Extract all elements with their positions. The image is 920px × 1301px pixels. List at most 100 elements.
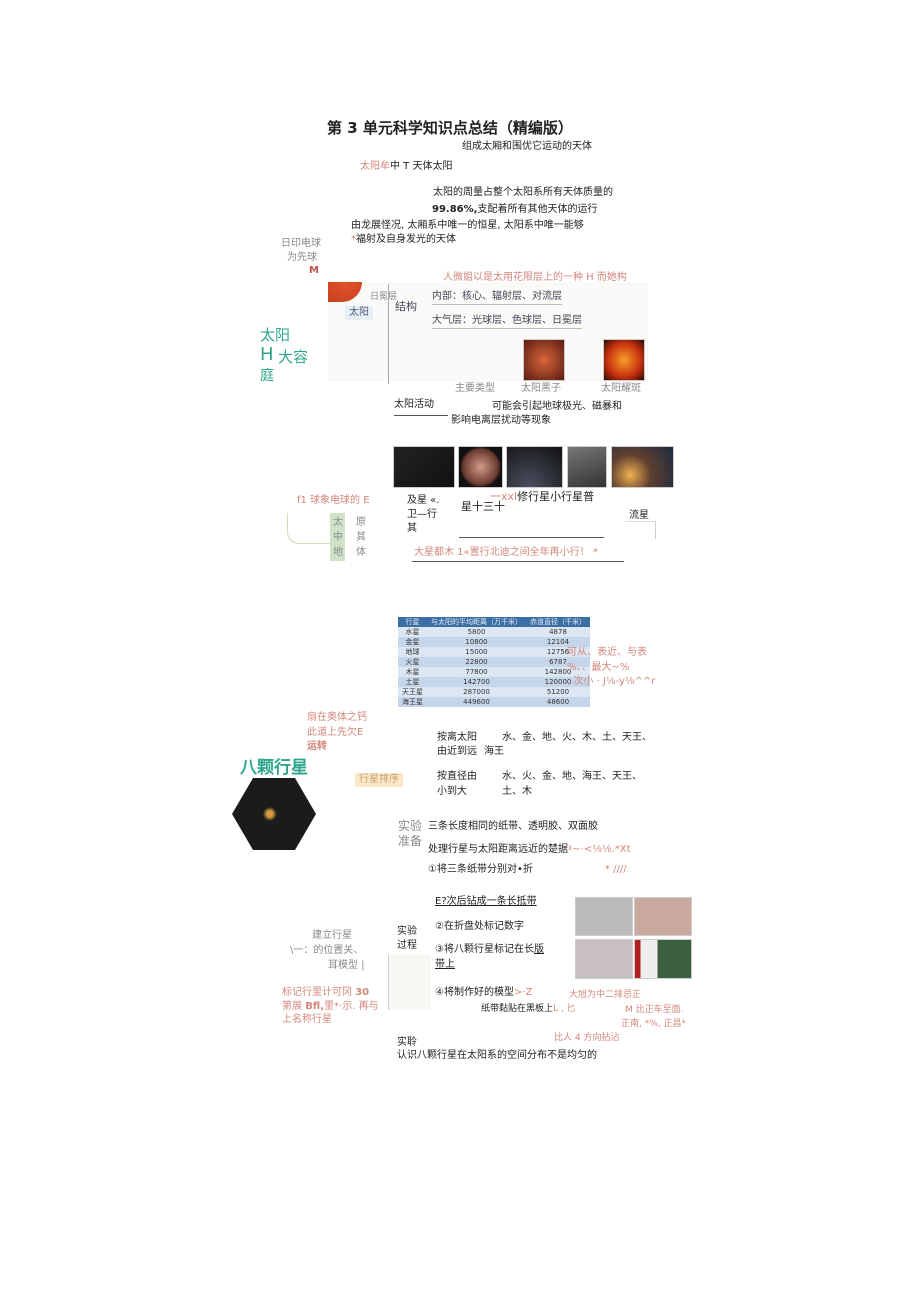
step: 处理行星与太阳距离远近的楚据ˠ~·<⅛⅛.*Xt [428, 843, 631, 857]
label-meteor: 流星 [629, 510, 649, 521]
label: 其 [356, 532, 366, 543]
table-cell: 5800 [427, 627, 526, 637]
order-by-diameter: 水、火、金、地、海王、天王、 [502, 771, 642, 782]
note: *福射及自身发光的天体 [351, 233, 456, 247]
side-note: 为先球 [287, 252, 317, 263]
note: 大旭为中二排忌正 [569, 990, 642, 1000]
table-header-row: 行星与太阳的平均距离（万千米）赤道直径（千米） [398, 617, 590, 627]
table-cell: 22800 [427, 657, 526, 667]
heading-sun: 大容 [278, 348, 309, 366]
flare-image [603, 339, 645, 381]
label-prep: 实验 [398, 819, 423, 833]
label: 中 [333, 532, 343, 543]
divider [394, 415, 448, 416]
experiment-photo [634, 897, 692, 936]
step: E?次后钻成一条长抵带 [435, 896, 537, 907]
note: M 比正车至面. [625, 1005, 684, 1015]
step-part: 纸带黏贴在黑板上 [481, 1004, 554, 1014]
note: \一：的位置关、 [290, 945, 364, 956]
label: 地 [333, 547, 343, 558]
table-cell: 48600 [526, 697, 590, 707]
note-part: 太阳牟 [360, 161, 390, 172]
node-planet-order: 行星排序 [355, 773, 403, 787]
page-title: 第 3 单元科学知识点总结（精编版） [327, 119, 573, 137]
note: 正南, *%, 正昌* [621, 1019, 686, 1029]
label-sunspot: 太阳黑子 [521, 383, 561, 394]
branch-line [625, 521, 656, 539]
sunspot-image [523, 339, 565, 381]
note-part: 99.86%, [432, 204, 478, 215]
step-part: ④将制作好的模型 [435, 987, 514, 998]
table-cell: 15000 [427, 647, 526, 657]
note: %、、最大~% [567, 662, 630, 673]
column-header: 行星 [398, 617, 427, 627]
comet-image [567, 446, 607, 488]
note-part: * [351, 234, 356, 245]
label-conclusion: 实聆 [397, 1037, 417, 1048]
note: 上名称行星 [282, 1014, 332, 1025]
note: 太阳的周量占整个太阳系所有天体质量的 [433, 187, 613, 198]
table-cell: 142700 [427, 677, 526, 687]
table-cell: 土星 [398, 677, 427, 687]
label: 卫—行 [407, 509, 437, 520]
table-cell: 10800 [427, 637, 526, 647]
note: 可能会引起地球极光、磁暴和 [492, 401, 622, 412]
step: ①将三条纸带分别对•折 [428, 864, 533, 875]
node-sun: 太阳 [345, 306, 373, 320]
branch-line [388, 284, 389, 384]
label-process: 实验 [397, 926, 417, 937]
note-part: 第展 [282, 1001, 306, 1012]
asteroid-image [506, 446, 563, 488]
column-header: 与太阳的平均距离（万千米） [427, 617, 526, 627]
note: 人微姐以是太用花限层上的一种 H 而她构 [443, 272, 627, 283]
step: 纸带黏贴在黑板上L , 匕 [481, 1002, 576, 1016]
table-cell: 142800 [526, 667, 590, 677]
note: 运转 [307, 741, 327, 752]
step-part: L , 匕 [553, 1004, 576, 1014]
category-box [330, 513, 345, 561]
node-structure: 结构 [395, 300, 417, 313]
table-cell: 火星 [398, 657, 427, 667]
label: 体 [356, 547, 366, 558]
note: , 次小 · J⅛-y⅛^^r [567, 676, 656, 687]
table-cell: 4878 [526, 627, 590, 637]
table-cell: 287000 [427, 687, 526, 697]
structure-atmosphere: 大气层：光球层、色球层、日冕层 [432, 314, 582, 329]
solar-system-image [232, 778, 316, 850]
step-part: ˠ~·<⅛⅛.*Xt [568, 844, 631, 855]
sun-mindmap [328, 282, 648, 382]
table-cell: 449600 [427, 697, 526, 707]
column-header: 赤道直径（千米） [526, 617, 590, 627]
step: ④将制作好的模型>·Z [435, 986, 532, 1000]
table-cell: 12756 [526, 647, 590, 657]
step-part: 版 [533, 944, 544, 955]
step: ③将八颗行星标记在长版 [435, 943, 544, 957]
table-cell: 海王星 [398, 697, 427, 707]
step-part: >·Z [513, 987, 533, 998]
table-cell: 木星 [398, 667, 427, 677]
label: 星十三十 [461, 500, 505, 513]
note: 由龙展怪况, 太厢系中唯一的恒星, 太阳系中唯一能够 [351, 220, 584, 231]
note: 耳模型 | [328, 960, 365, 971]
note-part: 中 T 天体太阳 [390, 161, 453, 172]
step-part: ③将八颗行星标记在长 [435, 944, 534, 955]
label: 按直径由 [437, 771, 477, 782]
experiment-photo [634, 939, 692, 979]
label: 其 [407, 523, 417, 534]
divider [459, 537, 604, 538]
sun-image [328, 282, 362, 302]
table-cell: 120000 [526, 677, 590, 687]
divider [412, 561, 624, 562]
experiment-photo [575, 939, 633, 979]
label-part: 修行星小行星普 [517, 490, 595, 503]
order-by-diameter: 土、木 [502, 786, 532, 797]
order-by-distance: 海王 [484, 746, 504, 757]
